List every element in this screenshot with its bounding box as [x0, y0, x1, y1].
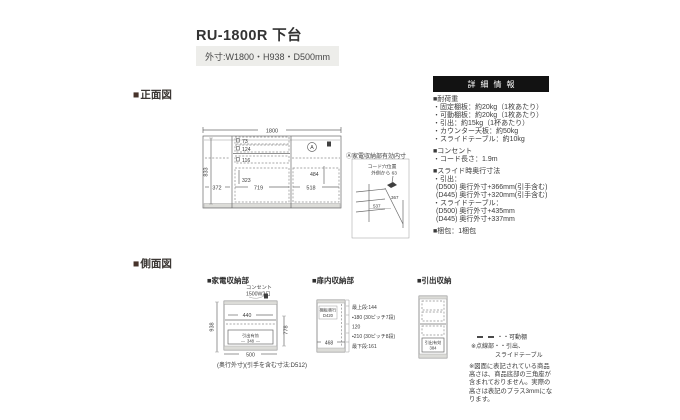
dim-shelf-b: 124 — [242, 147, 251, 153]
dim-appliance-inner-height: 778 — [284, 325, 290, 334]
detail-line: ・コード長さ：1.9m — [433, 156, 498, 163]
door-annotation: 最上段:144 — [352, 304, 377, 311]
dim-shelf-c: 116 — [242, 158, 250, 164]
cord-hole-note-2: 外側から 63 — [371, 170, 397, 177]
dim-shelf-a: 73 — [242, 139, 248, 145]
detail-line: ■コンセント — [433, 148, 473, 155]
dim-left-height: 833 — [204, 167, 210, 176]
shelf-depth-label-1: 棚板奥行 — [320, 307, 337, 314]
legend: ・・可動棚 ※点線部・・引出、 スライドテーブル — [471, 334, 543, 361]
legend-dotted-row-2: スライドテーブル — [495, 353, 543, 359]
legend-movable-row: ・・可動棚 — [477, 334, 543, 343]
outer-dimensions-badge: 外寸:W1800・H938・D500mm — [196, 46, 340, 66]
section-square-icon: ■ — [133, 258, 140, 270]
details-panel: 詳細情報 ■耐荷重 ・固定棚板：約20kg（1枚あたり） ・可動棚板：約20kg… — [433, 76, 549, 236]
front-view-section-label: ■正面図 — [133, 89, 172, 101]
detail-line: ・スライドテーブル： — [433, 200, 503, 207]
latch-icon — [236, 138, 240, 143]
footnote-line: 高さは、商品底部の三角座が — [469, 371, 551, 379]
inset-dim-depth: 537 — [373, 204, 381, 209]
legend-dotted-row: ※点線部・・引出、 — [471, 344, 525, 350]
dim-right-height: 484 — [310, 172, 319, 178]
detail-line: ・可動棚板：約20kg（1枚あたり） — [433, 112, 544, 119]
dim-middle-width: 719 — [254, 185, 263, 191]
detail-line: ・カウンター天板：約50kg — [433, 128, 519, 135]
drawer-side-drawing: 引出有効 384 — [418, 295, 448, 359]
detail-line: (D445) 奥行外寸+320mm(引手含む) — [436, 192, 548, 199]
appliance-drawer-label: 引出有効 — [242, 332, 259, 339]
detail-line: ・引出：約15kg（1杯あたり） — [433, 120, 530, 127]
appliance-side-drawing: コンセント 1500W2口 938 440 778 引出有効 348 500 — [210, 284, 290, 358]
marker-a-circle — [307, 142, 317, 152]
dim-total-width: 1800 — [266, 129, 278, 135]
detail-line: (D500) 奥行外寸+366mm(引手含む) — [436, 184, 548, 191]
cord-hole-note-1: コード穴位置 — [368, 163, 397, 170]
page-title: RU-1800R 下台 — [196, 28, 302, 44]
inset-dim-height: 367 — [391, 195, 399, 200]
cabinet-outline — [202, 135, 342, 209]
inset-title: Ⓐ家電収納部有効内寸 — [346, 154, 407, 160]
plug-icon — [264, 293, 268, 299]
outlet-label-1: コンセント — [246, 284, 272, 291]
details-header: 詳細情報 — [433, 76, 549, 92]
section-square-icon: ■ — [133, 89, 140, 101]
outlet-icon — [327, 141, 331, 147]
detail-line: ・固定棚板：約20kg（1枚あたり） — [433, 104, 544, 111]
dim-drawer-height: 323 — [242, 178, 251, 184]
shelf-depth-label-2: D420 — [323, 313, 334, 318]
door-side-drawing: 棚板奥行 D420 468 最上段:144 ▪180 (30ピッチ7段) 120… — [316, 299, 396, 353]
footnote-line: 高さは表記のプラス3mmにな — [469, 387, 553, 395]
detail-line: ■耐荷重 — [433, 96, 459, 103]
dim-appliance-inner-width: 440 — [243, 313, 252, 319]
detail-line: (D445) 奥行外寸+337mm — [436, 216, 515, 223]
outer-dimensions-text: 外寸:W1800・H938・D500mm — [196, 46, 340, 66]
dim-appliance-height: 938 — [210, 322, 216, 331]
front-view-drawing: 1800 833 372 73 124 116 323 719 A — [202, 127, 342, 209]
marker-a-letter: A — [310, 145, 314, 151]
footnote: ※図面に表記されている商品 高さは、商品底部の三角座が 含まれておりません。実際… — [469, 363, 552, 404]
door-annotation: ▪210 (30ピッチ8段) — [352, 333, 396, 340]
dim-appliance-bottom-width: 500 — [246, 352, 255, 358]
drawer-label: 引出有効 — [425, 339, 442, 346]
appliance-depth-note: (奥行外寸)(引手を含む寸法:D512) — [217, 363, 308, 369]
outlet-label-2: 1500W2口 — [246, 291, 271, 298]
appliance-drawer-value: 348 — [247, 339, 255, 344]
drawer-section-label: ■引出収納 — [417, 276, 452, 285]
door-annotation: 最下段:161 — [352, 343, 377, 350]
footnote-line: 含まれておりません。実際の — [469, 379, 551, 387]
dim-door-width: 468 — [325, 340, 334, 346]
door-annotation: ▪180 (30ピッチ7段) — [352, 314, 396, 321]
door-annotation: 120 — [352, 325, 361, 331]
footnote-line: ります。 — [469, 395, 494, 403]
cord-hole-icon — [387, 182, 397, 188]
latch-icon — [236, 146, 240, 151]
inset-drawing: コード穴位置 外側から 63 367 537 — [351, 158, 410, 239]
door-section-label: ■扉内収納部 — [312, 276, 355, 285]
detail-line: ■スライド時奥行寸法 — [433, 168, 501, 175]
latch-icon — [236, 157, 240, 162]
side-view-section-label: ■側面図 — [133, 258, 172, 270]
detail-line: ・スライドテーブル：約10kg — [433, 136, 525, 143]
dim-right-width: 518 — [306, 185, 315, 191]
plinth — [203, 203, 341, 208]
detail-line: (D500) 奥行外寸+435mm — [436, 208, 515, 215]
appliance-section-label: ■家電収納部 — [207, 276, 250, 285]
footnote-line: ※図面に表記されている商品 — [469, 363, 550, 370]
dim-left-width: 372 — [212, 185, 221, 191]
movable-shelf-line-icon — [477, 336, 494, 339]
detail-line: ・引出： — [433, 176, 461, 183]
drawer-value: 384 — [430, 346, 438, 351]
detail-line: ■梱包：1梱包 — [433, 228, 477, 235]
